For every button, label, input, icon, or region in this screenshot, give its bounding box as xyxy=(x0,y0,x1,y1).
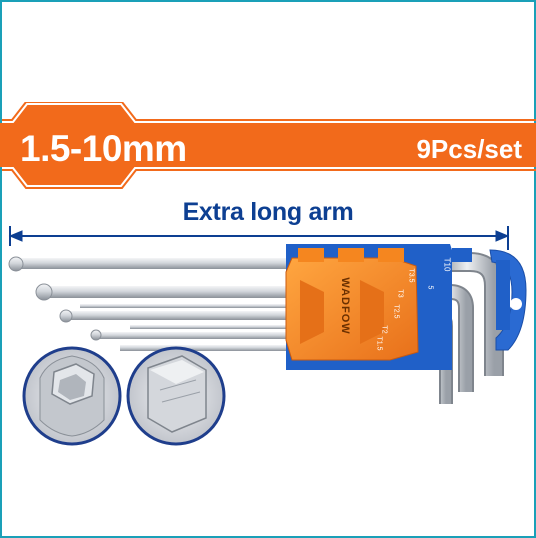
size-label-t2: T2 xyxy=(380,325,388,334)
ball-end-icon xyxy=(8,256,24,272)
size-label-t25: T2.5 xyxy=(392,304,400,319)
size-label-t35: T3.5 xyxy=(407,268,415,283)
banner-shape xyxy=(0,105,536,185)
piece-count-text: 9Pcs/set xyxy=(416,134,522,164)
key-arms xyxy=(8,256,300,351)
ball-end-icon xyxy=(90,329,102,341)
ball-end-icon xyxy=(35,283,53,301)
size-label-t15: T1.5 xyxy=(375,336,383,351)
size-range-text: 1.5-10mm xyxy=(20,128,187,169)
banner-outline xyxy=(2,102,536,121)
size-label-t10: T10 xyxy=(442,257,452,272)
ball-end-icon xyxy=(59,309,73,323)
size-label-t3: T3 xyxy=(396,289,404,298)
orange-holder xyxy=(285,248,419,361)
size-banner xyxy=(0,102,536,189)
extra-long-arm-label: Extra long arm xyxy=(182,198,354,226)
banner-outline-bottom xyxy=(2,169,536,189)
brand-logo-text: WADFOW xyxy=(339,277,351,335)
size-label-5: 5 xyxy=(426,285,434,290)
dimension-arrow xyxy=(8,226,510,250)
